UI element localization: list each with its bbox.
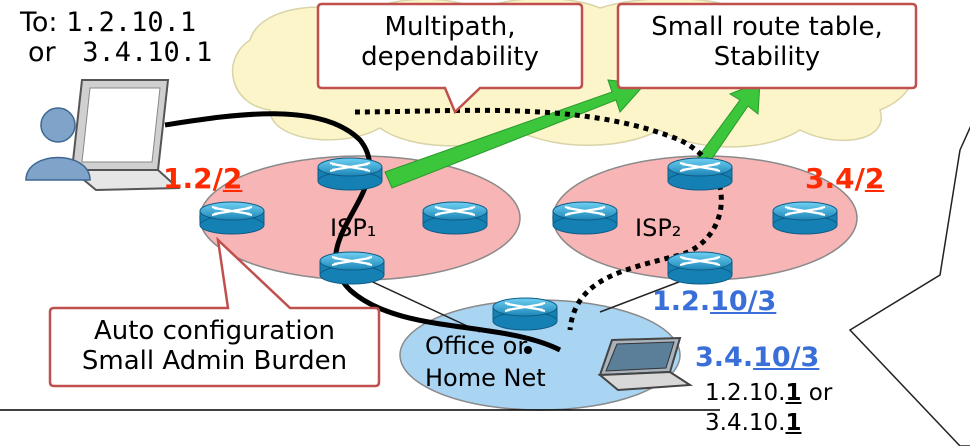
host-address: 1.2.10.1 or 3.4.10.1 bbox=[705, 378, 832, 438]
green-arrow-isp1 bbox=[384, 79, 647, 189]
prefix-1: 1.2.10/3 bbox=[652, 286, 776, 317]
isp2-prefix-base: 3.4/ bbox=[805, 162, 865, 195]
prefix-2-len: 10/3 bbox=[753, 342, 820, 373]
router-icon bbox=[316, 156, 384, 192]
callout-multipath-line2: dependability bbox=[361, 42, 539, 72]
host-addr-1-base: 1.2.10. bbox=[705, 380, 786, 406]
router-icon bbox=[198, 200, 266, 236]
callout-multipath: Multipath, dependability bbox=[318, 12, 582, 72]
callout-route-table-line1: Small route table, bbox=[651, 12, 883, 42]
host-addr-1-host: 1 bbox=[785, 380, 802, 406]
laptop-icon bbox=[597, 336, 694, 392]
dotted-path bbox=[354, 107, 724, 331]
isp1-prefix-base: 1.2/ bbox=[163, 162, 223, 195]
dest-addr-2: 3.4.10.1 bbox=[82, 37, 213, 68]
router-icon bbox=[666, 250, 734, 286]
office-name-line1: Office or bbox=[425, 332, 528, 360]
dest-or-label: or bbox=[28, 37, 56, 68]
router-icon bbox=[318, 250, 386, 286]
user-icon bbox=[25, 107, 91, 181]
dest-addr-1: 1.2.10.1 bbox=[66, 7, 197, 38]
to-label: To: bbox=[20, 7, 58, 38]
prefix-2: 3.4.10/3 bbox=[695, 342, 819, 373]
host-addr-2-host: 1 bbox=[785, 410, 802, 436]
isp1-prefix-len: 2 bbox=[222, 162, 243, 195]
router-icon bbox=[421, 200, 489, 236]
host-addr-2-base: 3.4.10. bbox=[705, 410, 786, 436]
isp2-prefix-len: 2 bbox=[864, 162, 885, 195]
office-name-line2: Home Net bbox=[425, 364, 546, 392]
callout-autoconf-line2: Small Admin Burden bbox=[81, 346, 348, 376]
callout-route-table-line2: Stability bbox=[713, 42, 821, 72]
isp2-prefix: 3.4/2 bbox=[805, 162, 884, 195]
laptop-icon bbox=[69, 79, 181, 192]
callout-autoconf-shape bbox=[48, 236, 381, 388]
router-icon bbox=[491, 296, 559, 332]
prefix-1-base: 1.2. bbox=[652, 286, 711, 317]
callout-route-table: Small route table, Stability bbox=[618, 12, 916, 72]
isp2-name: ISP₂ bbox=[635, 214, 682, 242]
office-name: Office or Home Net bbox=[425, 330, 546, 394]
solid-path bbox=[164, 111, 562, 353]
router-icon bbox=[666, 156, 734, 192]
prefix-2-base: 3.4. bbox=[695, 342, 754, 373]
callout-route-table-shape bbox=[616, 2, 918, 90]
callout-autoconf: Auto configuration Small Admin Burden bbox=[50, 316, 379, 376]
callout-multipath-shape bbox=[316, 2, 584, 115]
isp1-name: ISP₁ bbox=[330, 214, 377, 242]
right-speech-bubble bbox=[848, 125, 970, 446]
host-addr-or: or bbox=[801, 380, 833, 406]
isp1-prefix: 1.2/2 bbox=[163, 162, 242, 195]
prefix-1-len: 10/3 bbox=[710, 286, 777, 317]
callout-autoconf-line1: Auto configuration bbox=[93, 316, 336, 346]
destination-label: To: 1.2.10.1 or 3.4.10.1 bbox=[20, 8, 212, 68]
router-icon bbox=[551, 200, 619, 236]
router-icon bbox=[771, 200, 839, 236]
callout-multipath-line1: Multipath, bbox=[384, 12, 516, 42]
